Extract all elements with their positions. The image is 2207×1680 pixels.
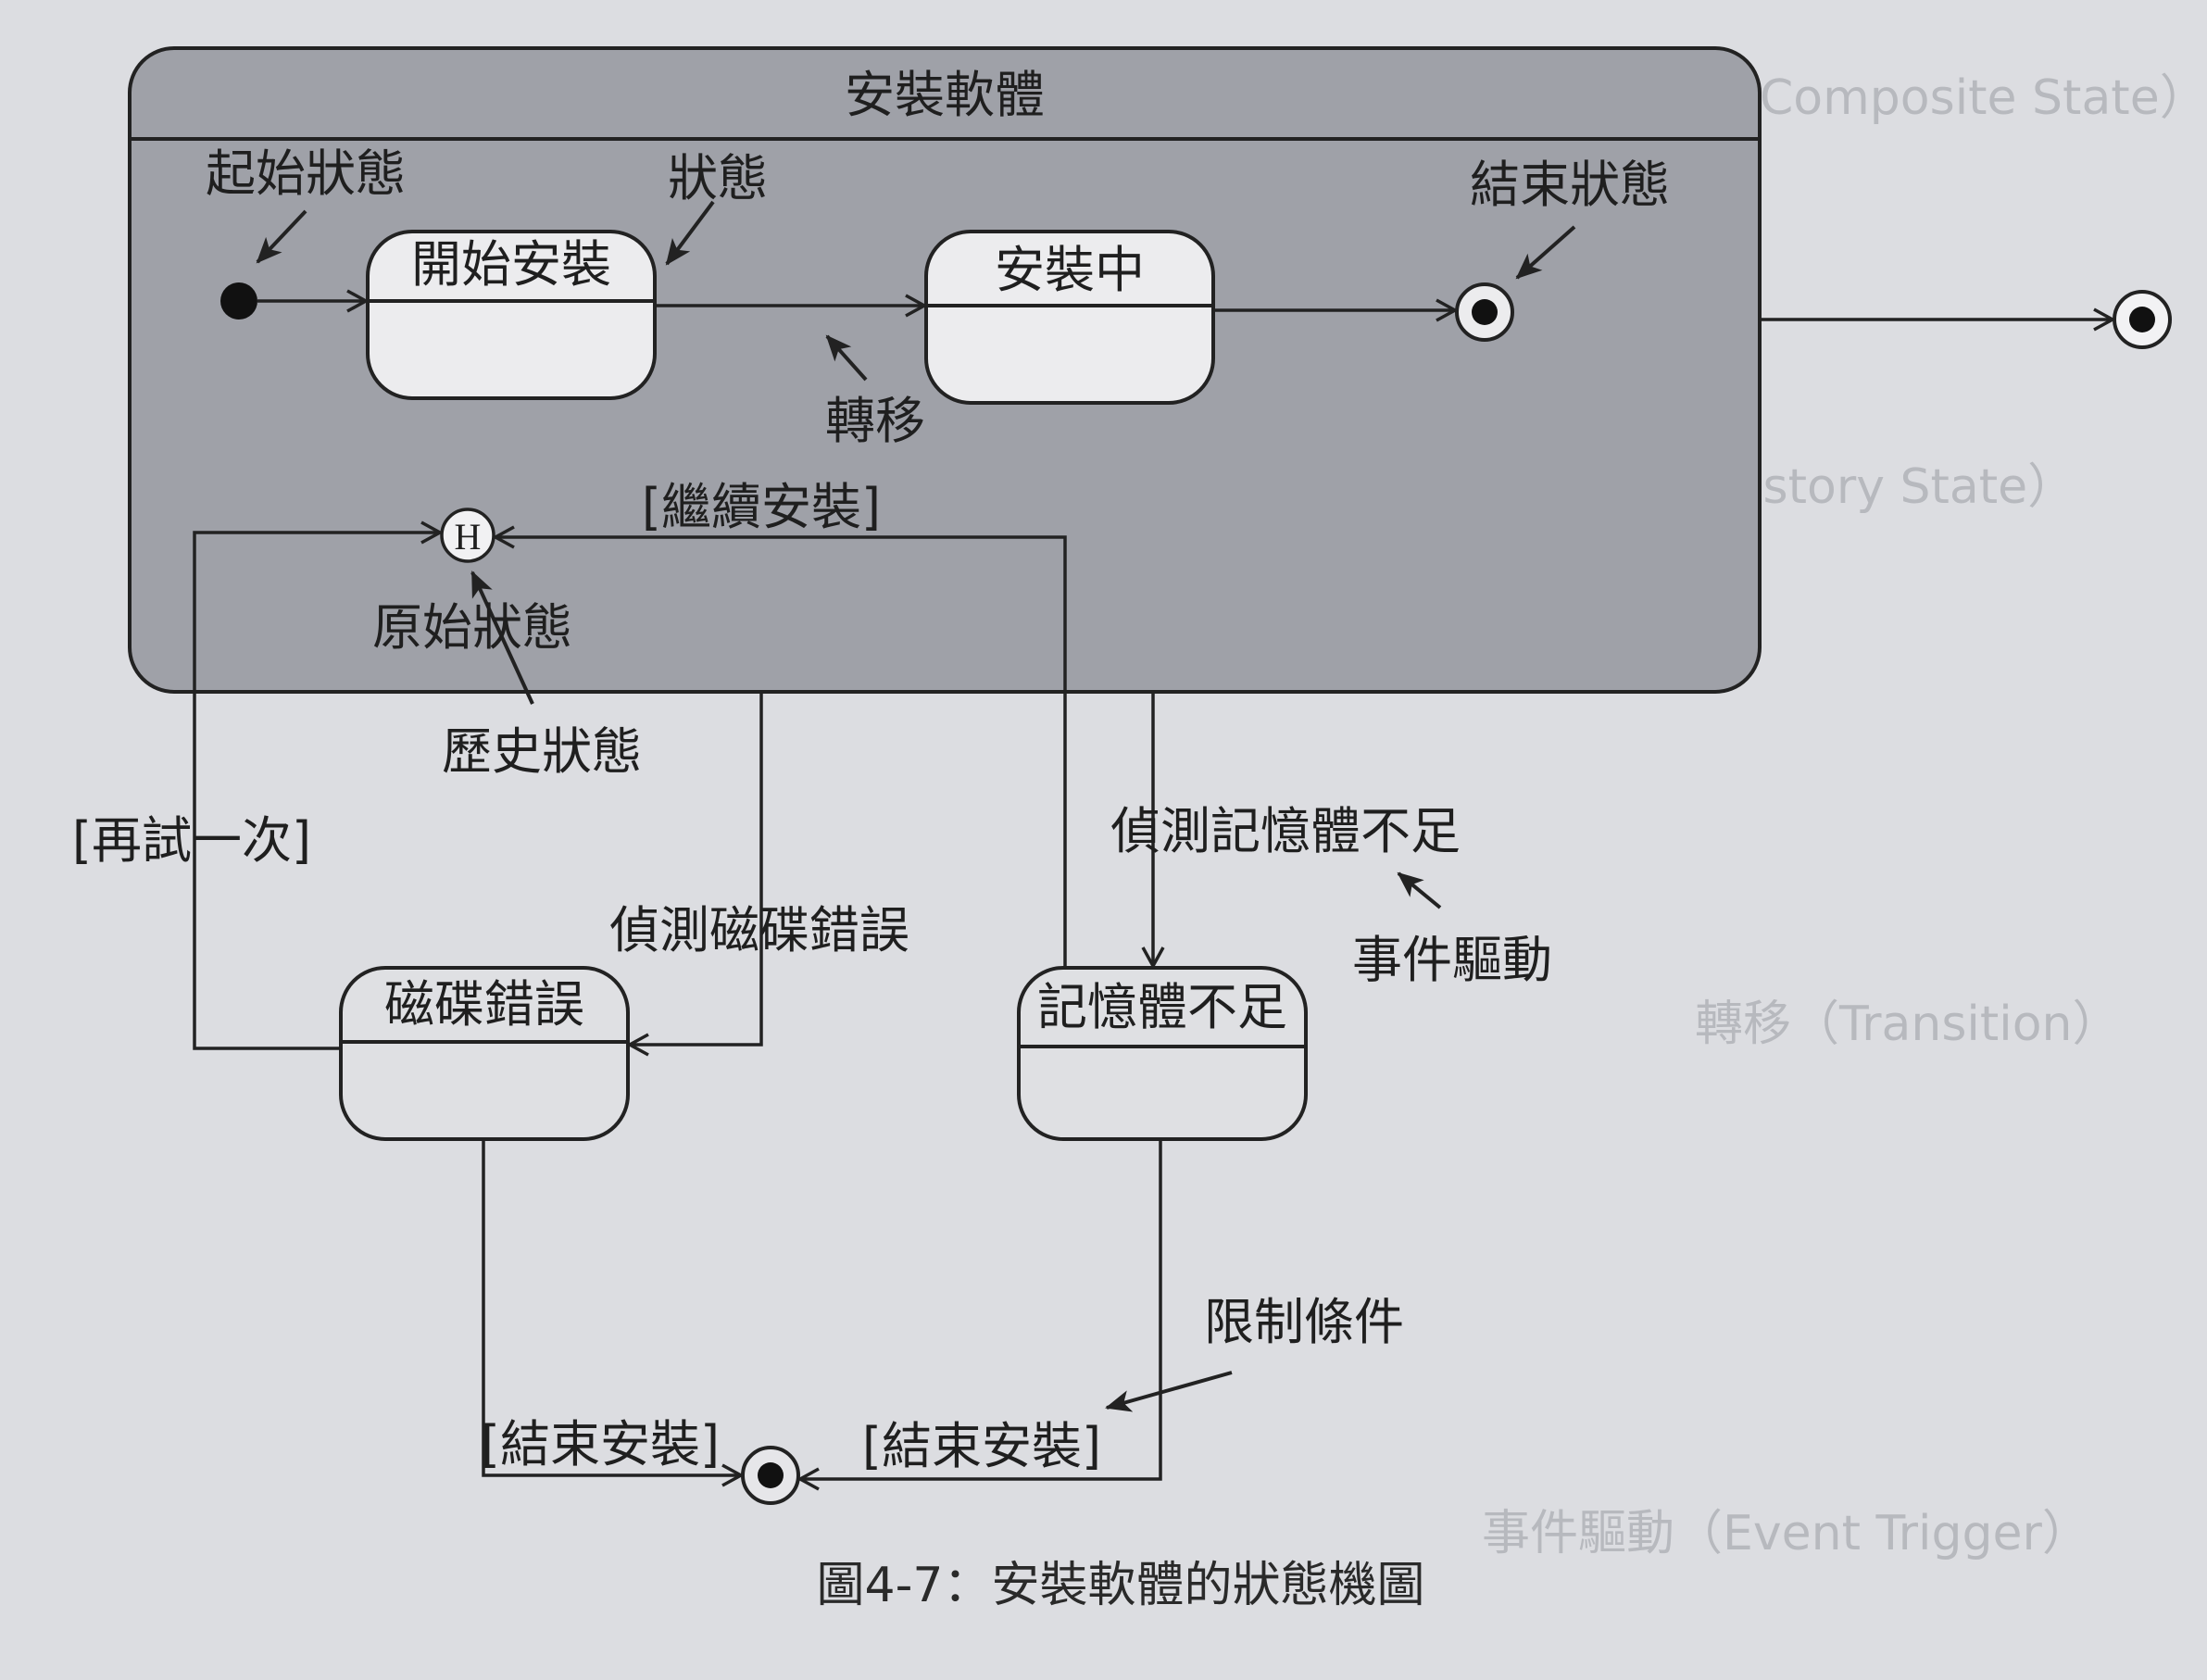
pointer-transition bbox=[825, 334, 868, 382]
annotation-transition: 轉移 bbox=[825, 392, 925, 450]
label-end-install-right: [結束安裝] bbox=[861, 1417, 1102, 1475]
annotation-final-state: 結束狀態 bbox=[1470, 156, 1670, 214]
final-state-bottom bbox=[741, 1446, 800, 1505]
annotation-state: 狀態 bbox=[668, 149, 768, 207]
transition-retry bbox=[193, 520, 444, 1050]
transition-continue-install bbox=[492, 525, 1067, 968]
transition-detect-disk-error bbox=[626, 692, 763, 1057]
annotation-guard-condition: 限制條件 bbox=[1204, 1293, 1404, 1351]
final-state-inner bbox=[1455, 282, 1514, 342]
annotation-original-state: 原始狀態 bbox=[372, 598, 572, 657]
history-state-symbol: H bbox=[454, 516, 482, 558]
background-text-transition: 轉移（Transition） bbox=[1695, 997, 2121, 1052]
state-disk-error-label: 磁碟錯誤 bbox=[384, 975, 584, 1034]
pointer-state bbox=[665, 200, 715, 266]
label-detect-low-memory: 偵測記憶體不足 bbox=[1110, 802, 1461, 860]
initial-state-dot bbox=[220, 282, 257, 320]
state-start-install-box bbox=[366, 230, 657, 400]
state-installing-label: 安裝中 bbox=[995, 241, 1145, 299]
annotation-event-driven: 事件驅動 bbox=[1352, 931, 1552, 989]
composite-state-title: 安裝軟體 bbox=[845, 66, 1045, 124]
state-start-install-label: 開始安裝 bbox=[411, 235, 611, 294]
label-continue-install: [繼續安裝] bbox=[641, 478, 882, 536]
figure-caption: 圖4-7：安裝軟體的狀態機圖 bbox=[816, 1558, 1425, 1613]
label-end-install-left: [結束安裝] bbox=[480, 1415, 721, 1473]
state-out-of-memory-label: 記憶體不足 bbox=[1037, 978, 1287, 1036]
pointer-guard-condition bbox=[1105, 1371, 1233, 1412]
label-retry: [再試一次] bbox=[71, 811, 312, 870]
pointer-event-driven bbox=[1397, 871, 1442, 909]
annotation-history-state: 歷史狀態 bbox=[442, 722, 642, 781]
pointer-final-state bbox=[1515, 225, 1576, 280]
background-text-event: 事件驅動（Event Trigger） bbox=[1482, 1506, 2090, 1561]
pointer-initial-state bbox=[256, 209, 307, 264]
label-detect-disk-error: 偵測磁碟錯誤 bbox=[609, 901, 909, 959]
transition-memory-end bbox=[796, 1139, 1162, 1491]
annotation-initial-state: 起始狀態 bbox=[206, 144, 406, 203]
final-state-outer bbox=[2113, 290, 2172, 349]
pointer-history-state bbox=[470, 570, 534, 705]
transition-disk-error-end bbox=[482, 1139, 745, 1487]
